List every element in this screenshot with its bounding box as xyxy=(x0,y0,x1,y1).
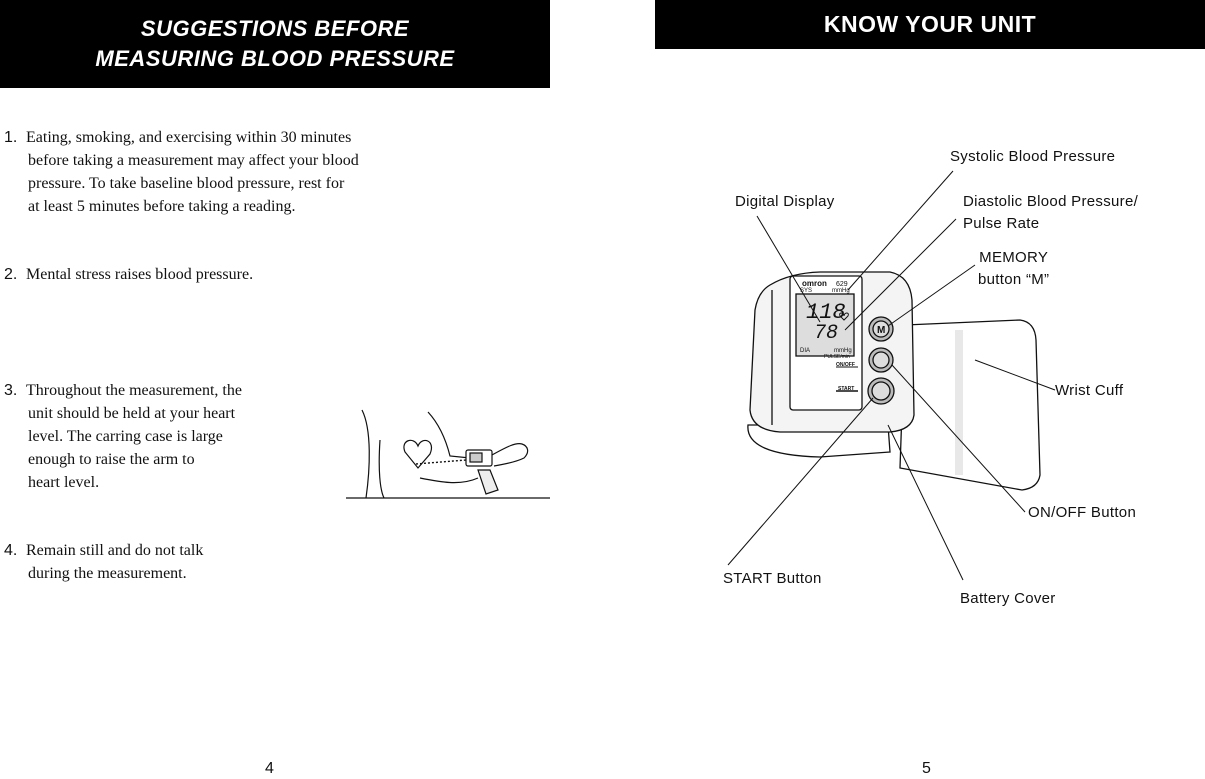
leader-battery xyxy=(887,424,964,581)
item-line: enough to raise the arm to xyxy=(28,451,195,468)
right-page-banner: KNOW YOUR UNIT xyxy=(655,0,1205,49)
label-diastolic-line-2: Pulse Rate xyxy=(963,215,1040,232)
suggestion-item-3: 3. Throughout the measurement, the unit s… xyxy=(4,379,242,494)
item-line: unit should be held at your heart xyxy=(28,405,236,422)
item-number: 1. xyxy=(4,129,18,146)
label-memory-line-1: MEMORY xyxy=(979,249,1049,266)
device-sys-label: SYS xyxy=(800,288,812,294)
device-dia-value: 78 xyxy=(814,322,838,345)
leader-diastolic xyxy=(844,218,957,331)
item-line: heart level. xyxy=(28,474,100,491)
suggestion-item-1: 1. Eating, smoking, and exercising within… xyxy=(4,126,359,218)
leader-wrist-cuff xyxy=(974,359,1056,391)
item-line: Eating, smoking, and exercising within 3… xyxy=(26,129,352,146)
item-line: Mental stress raises blood pressure. xyxy=(26,266,254,283)
leader-on-off xyxy=(891,364,1026,513)
device-pulse-label: PULSE/min xyxy=(824,354,850,360)
banner-line-1: SUGGESTIONS BEFORE xyxy=(140,16,410,41)
left-page-banner: SUGGESTIONS BEFORE MEASURING BLOOD PRESS… xyxy=(0,0,550,88)
item-line: during the measurement. xyxy=(28,565,187,582)
leader-digital-display xyxy=(756,215,821,323)
leader-start xyxy=(727,397,874,566)
label-on-off: ON/OFF Button xyxy=(1028,504,1137,521)
device-model: 629 xyxy=(836,281,848,288)
banner-line-2: MEASURING BLOOD PRESSURE xyxy=(95,46,455,71)
device-start-key: START xyxy=(838,386,854,392)
device-unit-label: mmHg xyxy=(832,288,850,294)
leader-memory xyxy=(887,264,976,327)
device-sys-value: 118 xyxy=(806,300,846,325)
suggestion-item-4: 4. Remain still and do not talk during th… xyxy=(4,539,203,585)
label-diastolic-line-1: Diastolic Blood Pressure/ xyxy=(963,193,1139,210)
label-battery: Battery Cover xyxy=(960,590,1056,607)
item-line: Throughout the measurement, the xyxy=(26,382,242,399)
label-memory: MEMORY button “M” xyxy=(978,247,1049,291)
page-number-left: 4 xyxy=(265,760,274,777)
item-number: 3. xyxy=(4,382,18,399)
item-line: level. The carring case is large xyxy=(28,428,223,445)
item-line: pressure. To take baseline blood pressur… xyxy=(28,175,345,192)
item-line: before taking a measurement may affect y… xyxy=(28,152,359,169)
item-line: at least 5 minutes before taking a readi… xyxy=(28,198,296,215)
label-memory-line-2: button “M” xyxy=(978,271,1050,288)
label-start: START Button xyxy=(723,570,822,587)
page-number-right: 5 xyxy=(922,760,931,777)
label-systolic: Systolic Blood Pressure xyxy=(950,148,1116,165)
suggestion-item-2: 2. Mental stress raises blood pressure. xyxy=(4,263,253,286)
item-number: 4. xyxy=(4,542,18,559)
device-dia-label: DIA xyxy=(800,348,810,354)
device-unit-label-2: mmHg xyxy=(834,348,852,354)
label-digital-display: Digital Display xyxy=(735,193,835,210)
device-brand: omron xyxy=(802,279,827,288)
wrist-cuff-shape xyxy=(899,319,1041,491)
item-number: 2. xyxy=(4,266,18,283)
label-diastolic: Diastolic Blood Pressure/ Pulse Rate xyxy=(963,191,1138,235)
label-wrist-cuff: Wrist Cuff xyxy=(1055,382,1124,399)
device-memory-key: M xyxy=(877,325,885,336)
digital-display-screen xyxy=(795,293,855,357)
leader-systolic xyxy=(847,170,954,291)
item-line: Remain still and do not talk xyxy=(26,542,204,559)
device-on-off-key: ON/OFF xyxy=(836,362,855,368)
